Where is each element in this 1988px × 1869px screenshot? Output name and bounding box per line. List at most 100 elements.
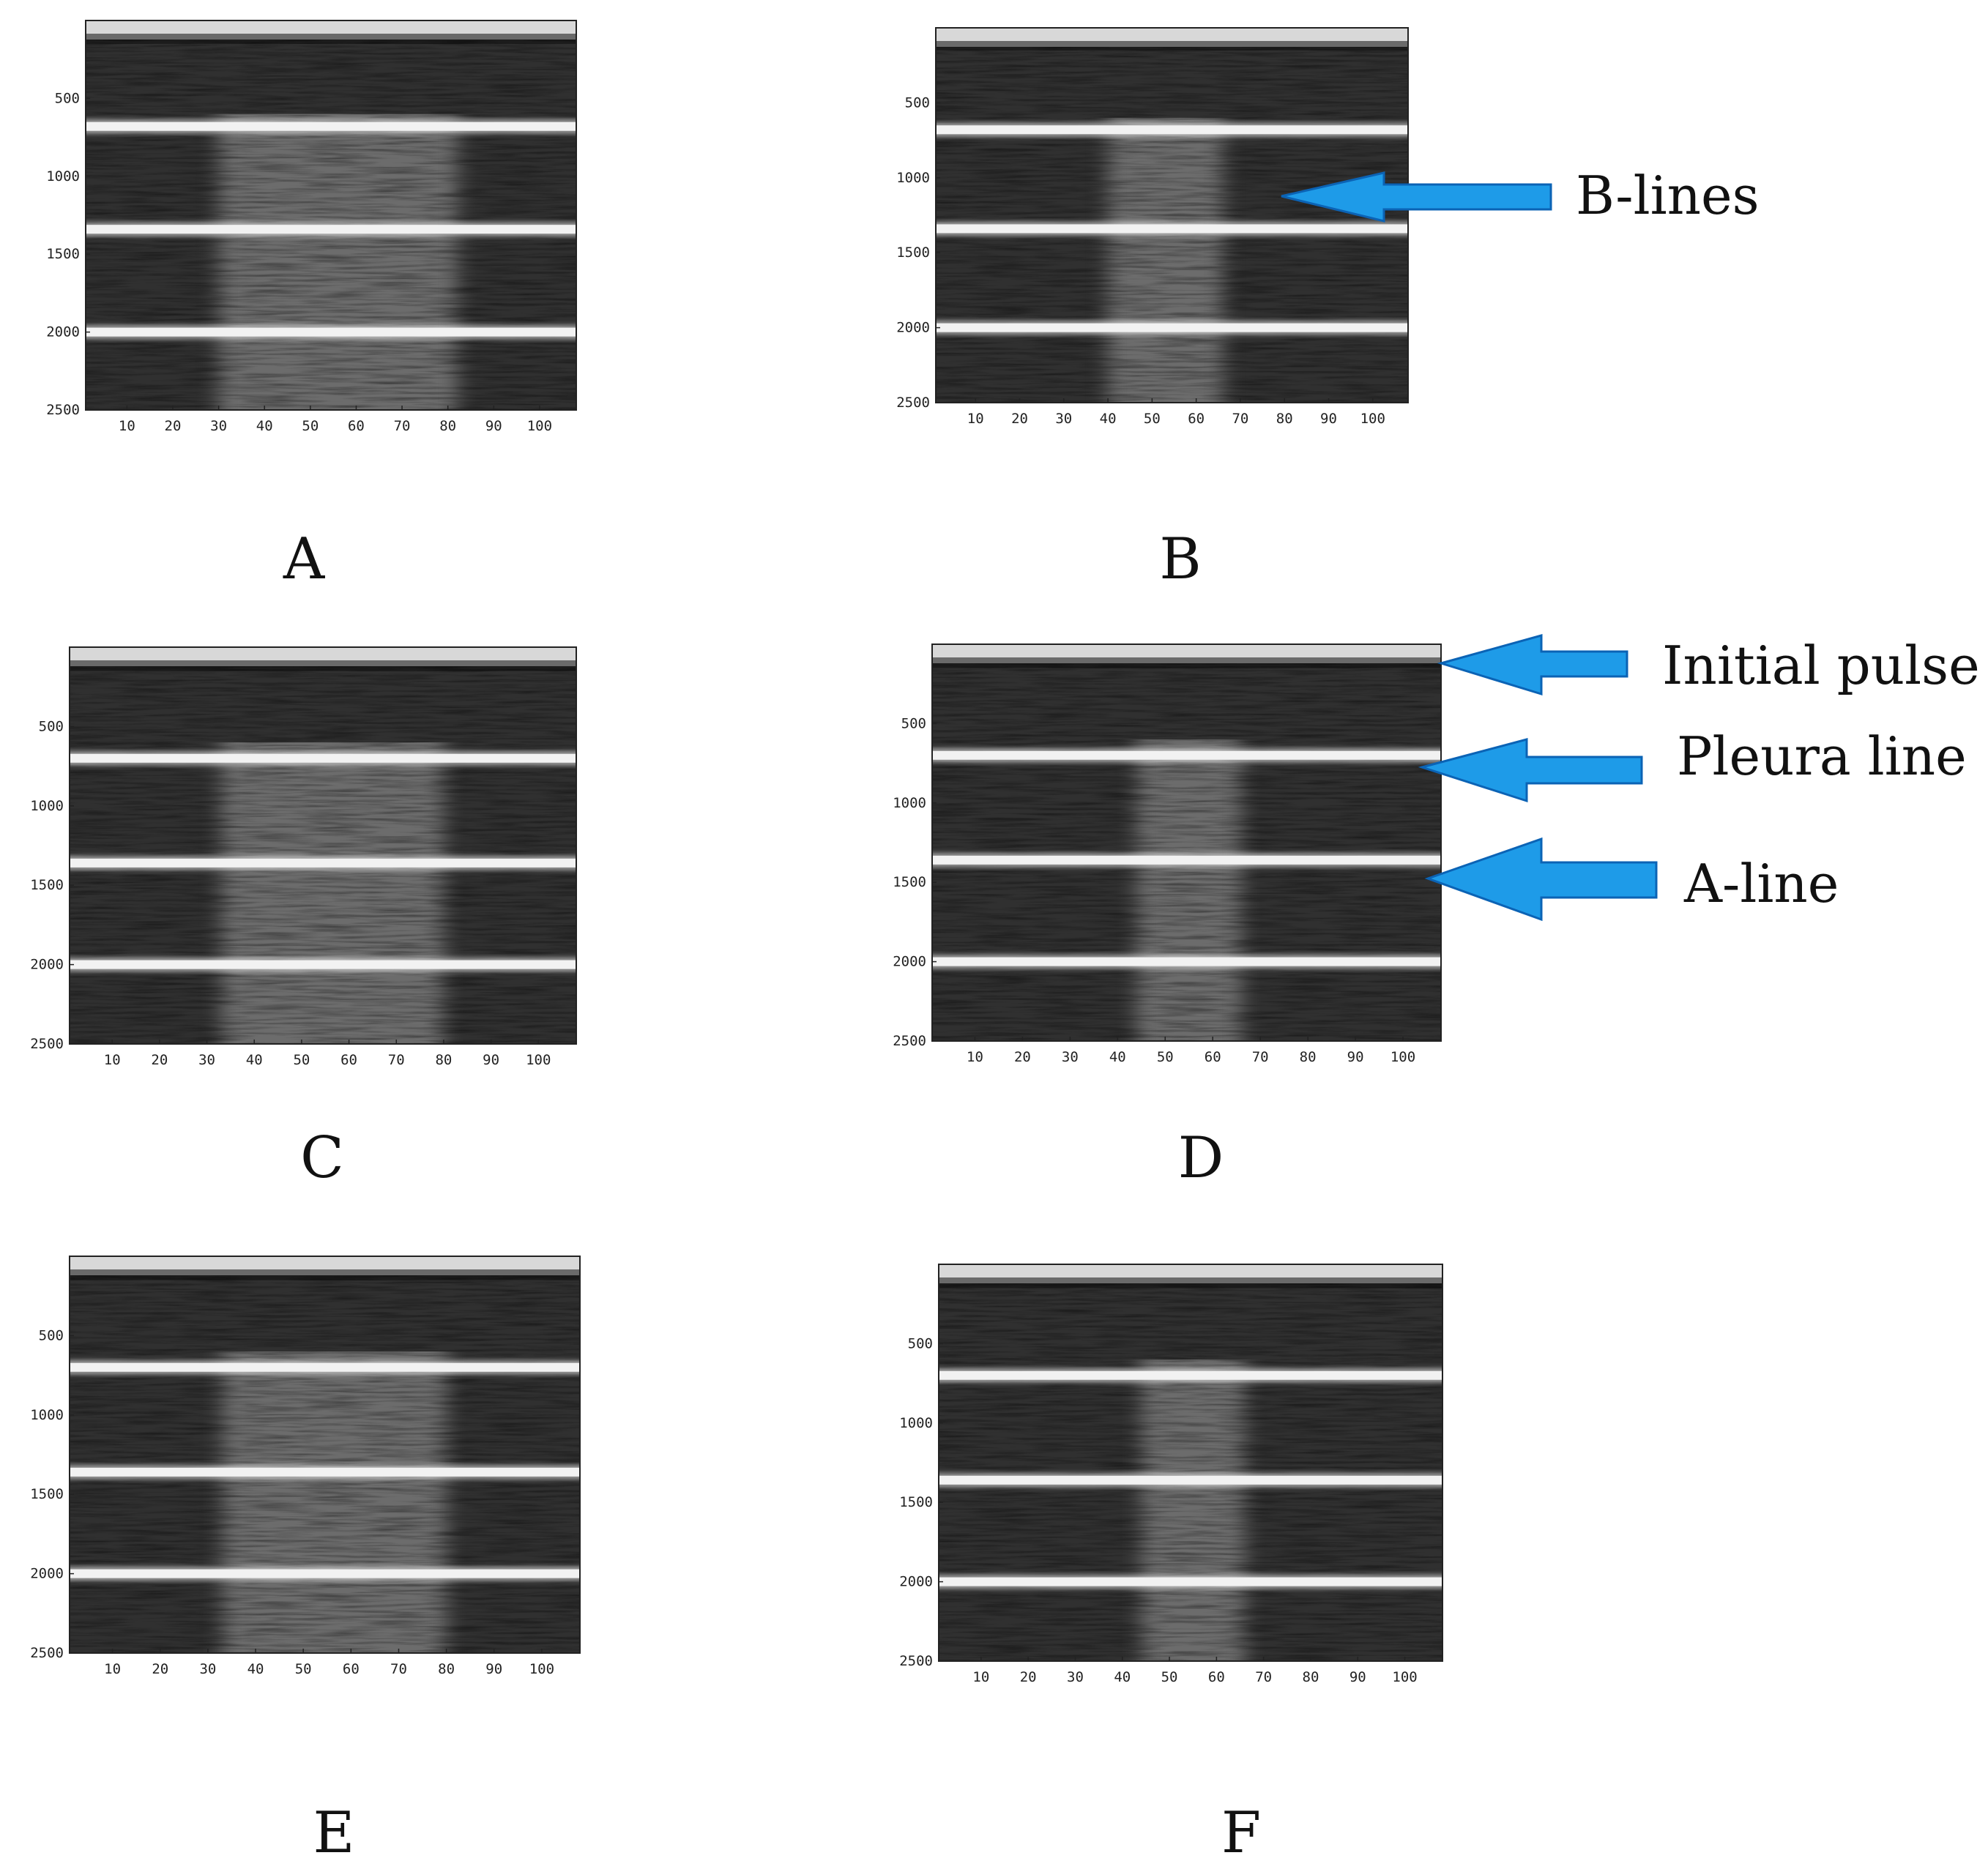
y-tick-label: 1500 xyxy=(899,1494,933,1510)
x-tick-label: 40 xyxy=(256,418,273,434)
x-tick-label: 70 xyxy=(388,1052,405,1068)
x-tick-label: 90 xyxy=(1347,1049,1364,1065)
y-tick-label: 2000 xyxy=(896,320,930,336)
x-tick-label: 70 xyxy=(394,418,411,434)
plot-frame xyxy=(938,1264,1443,1662)
y-tick-label: 2000 xyxy=(46,324,80,340)
x-tick-label: 60 xyxy=(340,1052,357,1068)
initial-pulse-shadow xyxy=(86,34,576,40)
y-tick-label: 2000 xyxy=(30,1566,64,1582)
a-line xyxy=(939,1577,1442,1586)
x-tick-label: 60 xyxy=(1205,1049,1221,1065)
arrow-initial-pulse xyxy=(1437,634,1628,696)
x-tick-label: 50 xyxy=(1161,1669,1178,1685)
x-tick-label: 30 xyxy=(199,1661,216,1677)
label-pleura-line: Pleura line xyxy=(1677,725,1967,787)
a-line xyxy=(70,858,576,868)
initial-pulse-line xyxy=(939,1264,1442,1277)
y-tick-label: 1500 xyxy=(30,1486,64,1502)
initial-pulse-shadow xyxy=(70,660,576,666)
x-tick-label: 40 xyxy=(1100,411,1117,427)
y-tick-label: 2000 xyxy=(899,1574,933,1590)
panel-label-e: E xyxy=(313,1800,355,1866)
x-tick-label: 100 xyxy=(527,418,552,434)
y-tick-label: 2500 xyxy=(30,1036,64,1052)
y-tick-label: 500 xyxy=(39,718,64,734)
y-tick-label: 2500 xyxy=(896,395,930,411)
x-tick-label: 80 xyxy=(438,1661,455,1677)
pleura-line xyxy=(70,1362,580,1372)
speckle-noise xyxy=(932,644,1441,1041)
speckle-noise xyxy=(70,1256,580,1653)
label-initial-pulse: Initial pulse xyxy=(1662,635,1980,696)
x-tick-label: 100 xyxy=(1392,1669,1417,1685)
y-tick-label: 1000 xyxy=(899,1415,933,1431)
x-tick-label: 100 xyxy=(1360,411,1385,427)
x-tick-label: 30 xyxy=(210,418,227,434)
x-tick-label: 90 xyxy=(483,1052,499,1068)
x-tick-label: 100 xyxy=(529,1661,554,1677)
a-line xyxy=(86,327,576,337)
x-tick-label: 60 xyxy=(1208,1669,1225,1685)
x-tick-label: 10 xyxy=(967,411,984,427)
x-tick-label: 10 xyxy=(972,1669,989,1685)
x-tick-label: 80 xyxy=(435,1052,452,1068)
plot-frame xyxy=(85,20,577,411)
plot-frame xyxy=(935,27,1409,403)
y-tick-label: 2000 xyxy=(893,954,926,970)
arrow-pleura-line xyxy=(1418,738,1643,803)
initial-pulse-line xyxy=(936,28,1408,41)
y-tick-label: 1500 xyxy=(893,874,926,890)
y-tick-label: 2500 xyxy=(46,402,80,418)
a-line xyxy=(936,224,1408,234)
initial-pulse-line xyxy=(70,1256,580,1269)
y-tick-label: 1500 xyxy=(896,245,930,261)
a-line xyxy=(70,1467,580,1477)
y-tick-label: 1000 xyxy=(30,1407,64,1423)
plot-frame xyxy=(69,1256,581,1654)
y-tick-label: 1500 xyxy=(46,246,80,262)
speckle-noise xyxy=(936,28,1408,403)
x-tick-label: 70 xyxy=(1232,411,1248,427)
x-tick-label: 20 xyxy=(1014,1049,1031,1065)
x-tick-label: 10 xyxy=(104,1052,121,1068)
x-tick-label: 70 xyxy=(1255,1669,1272,1685)
x-tick-label: 40 xyxy=(246,1052,263,1068)
plot-frame xyxy=(931,643,1442,1042)
x-tick-label: 80 xyxy=(1276,411,1293,427)
y-tick-label: 1500 xyxy=(30,877,64,893)
x-tick-label: 40 xyxy=(1114,1669,1131,1685)
x-tick-label: 30 xyxy=(1067,1669,1084,1685)
panel-label-b: B xyxy=(1159,526,1201,592)
x-tick-label: 30 xyxy=(1062,1049,1079,1065)
a-line xyxy=(932,855,1441,865)
speckle-noise xyxy=(86,20,576,410)
a-line xyxy=(939,1475,1442,1485)
x-tick-label: 40 xyxy=(1109,1049,1126,1065)
initial-pulse-shadow xyxy=(939,1277,1442,1283)
y-tick-label: 2000 xyxy=(30,957,64,973)
x-tick-label: 90 xyxy=(485,418,502,434)
x-tick-label: 60 xyxy=(343,1661,360,1677)
a-line xyxy=(86,225,576,234)
x-tick-label: 20 xyxy=(152,1661,168,1677)
x-tick-label: 60 xyxy=(1188,411,1205,427)
x-tick-label: 80 xyxy=(439,418,456,434)
x-tick-label: 90 xyxy=(1320,411,1337,427)
panel-label-d: D xyxy=(1178,1125,1224,1191)
speckle-noise xyxy=(939,1264,1442,1661)
panel-label-f: F xyxy=(1221,1800,1261,1866)
label-b-lines: B-lines xyxy=(1576,165,1760,226)
y-tick-label: 2500 xyxy=(899,1653,933,1669)
y-tick-label: 1000 xyxy=(896,170,930,186)
a-line xyxy=(936,323,1408,332)
pleura-line xyxy=(70,753,576,763)
x-tick-label: 30 xyxy=(198,1052,215,1068)
y-tick-label: 500 xyxy=(908,1335,933,1351)
x-tick-label: 100 xyxy=(1391,1049,1415,1065)
speckle-noise xyxy=(70,647,576,1044)
x-tick-label: 60 xyxy=(348,418,365,434)
